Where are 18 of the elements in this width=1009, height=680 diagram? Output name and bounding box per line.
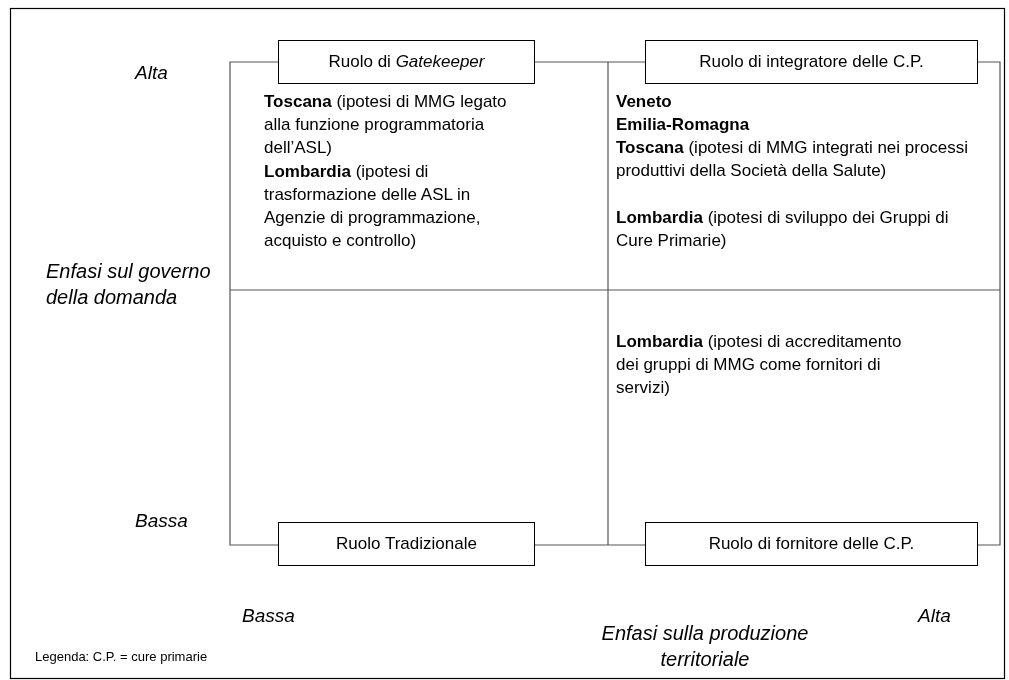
region-note: Toscana (ipotesi di MMG integrati nei processi produttivi della Società della Salute) xyxy=(616,137,970,182)
region-note: Veneto xyxy=(616,91,673,113)
axis-level-label: Bassa xyxy=(242,605,295,627)
role-box: Ruolo Tradizionale xyxy=(278,522,535,566)
axis-level-label: Alta xyxy=(918,605,951,627)
axis-level-label: Alta xyxy=(135,62,168,84)
role-box: Ruolo di integratore delle C.P. xyxy=(645,40,978,84)
region-note: Lombardia (ipotesi di accreditamento dei gruppi di MMG come fornitori di servizi) xyxy=(616,331,903,399)
role-box: Ruolo di fornitore delle C.P. xyxy=(645,522,978,566)
region-note: Lombardia (ipotesi di trasformazione delle ASL in Agenzie di programmazione, acquisto e controllo) xyxy=(264,161,482,252)
role-box: Ruolo di Gatekeeper xyxy=(278,40,535,84)
region-note: Lombardia (ipotesi di sviluppo dei Gruppi di Cure Primarie) xyxy=(616,207,950,252)
axis-title: Enfasi sulla produzione territoriale xyxy=(600,621,810,672)
axis-level-label: Bassa xyxy=(135,510,188,532)
region-note: Toscana (ipotesi di MMG legato alla funzione programmatoria dell’ASL) xyxy=(264,91,508,159)
region-note: Emilia-Romagna xyxy=(616,114,751,136)
legend-note: Legenda: C.P. = cure primarie xyxy=(35,649,208,664)
axis-title: Enfasi sul governo della domanda xyxy=(46,259,211,310)
